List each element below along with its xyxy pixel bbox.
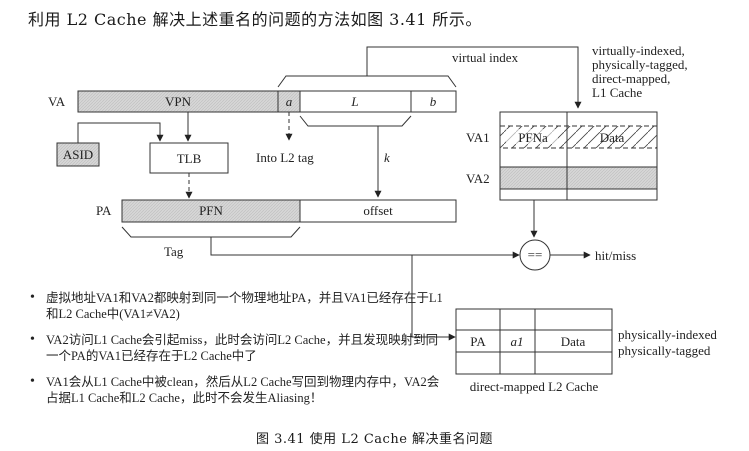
tag-label: Tag <box>164 244 184 259</box>
b-field <box>410 90 457 113</box>
pfn-label: PFN <box>199 203 223 218</box>
bullet-item: 虚拟地址VA1和VA2都映射到同一个物理地址PA，并且VA1已经存在于L1和L2… <box>28 290 448 322</box>
l1-data-cell: Data <box>600 130 625 145</box>
k-label: k <box>384 150 390 165</box>
l2-pa-cell: PA <box>470 334 486 349</box>
l2-desc-1: physically-indexed <box>618 327 717 342</box>
tlb-label: TLB <box>177 151 202 166</box>
l1-desc-3: direct-mapped, <box>592 71 670 86</box>
l1-desc-4: L1 Cache <box>592 85 642 100</box>
l2-a1-cell: a1 <box>511 334 524 349</box>
offset-label: offset <box>363 203 393 218</box>
a-label: a <box>286 94 293 109</box>
vpn-label: VPN <box>165 94 192 109</box>
l1-desc-1: virtually-indexed, <box>592 43 685 58</box>
b-label: b <box>430 94 437 109</box>
va1-row-label: VA1 <box>466 130 490 145</box>
bullet-item: VA1会从L1 Cache中被clean，然后从L2 Cache写回到物理内存中… <box>28 374 448 406</box>
pa-label: PA <box>96 203 112 218</box>
offset-field <box>299 199 457 223</box>
virtual-index-arrow <box>366 46 582 109</box>
va2-row-label: VA2 <box>466 171 490 186</box>
hit-miss-label: hit/miss <box>595 248 636 263</box>
asid-to-tlb-arrow <box>77 122 164 143</box>
asid-box <box>56 142 100 167</box>
virtual-index-brace <box>277 75 457 88</box>
offset-brace <box>299 115 412 127</box>
l2-cache-box <box>455 308 613 375</box>
l2-data-cell: Data <box>561 334 586 349</box>
asid-label: ASID <box>63 147 93 162</box>
comparator-label: == <box>528 247 543 262</box>
l2-caption: direct-mapped L2 Cache <box>470 379 599 394</box>
l1-tag-cell: PFNa <box>518 130 548 145</box>
figure-caption: 图 3.41 使用 L2 Cache 解决重名问题 <box>255 432 494 447</box>
va-label: VA <box>48 94 66 109</box>
bullet-item: VA2访问L1 Cache会引起miss，此时会访问L2 Cache，并且发现映… <box>28 332 448 364</box>
l1-desc-2: physically-tagged, <box>592 57 688 72</box>
into-l2-tag-label: Into L2 tag <box>256 150 314 165</box>
tag-to-comparator-arrow <box>210 237 520 259</box>
virtual-index-label: virtual index <box>452 50 519 65</box>
intro-text: 利用 L2 Cache 解决上述重名的问题的方法如图 3.41 所示。 <box>28 10 482 29</box>
l2-desc-2: physically-tagged <box>618 343 711 358</box>
bullet-list: 虚拟地址VA1和VA2都映射到同一个物理地址PA，并且VA1已经存在于L1和L2… <box>28 290 448 416</box>
tag-brace <box>121 226 301 238</box>
l-label: L <box>350 94 358 109</box>
tlb-box <box>149 142 229 174</box>
l1-row-va2 <box>499 166 658 190</box>
